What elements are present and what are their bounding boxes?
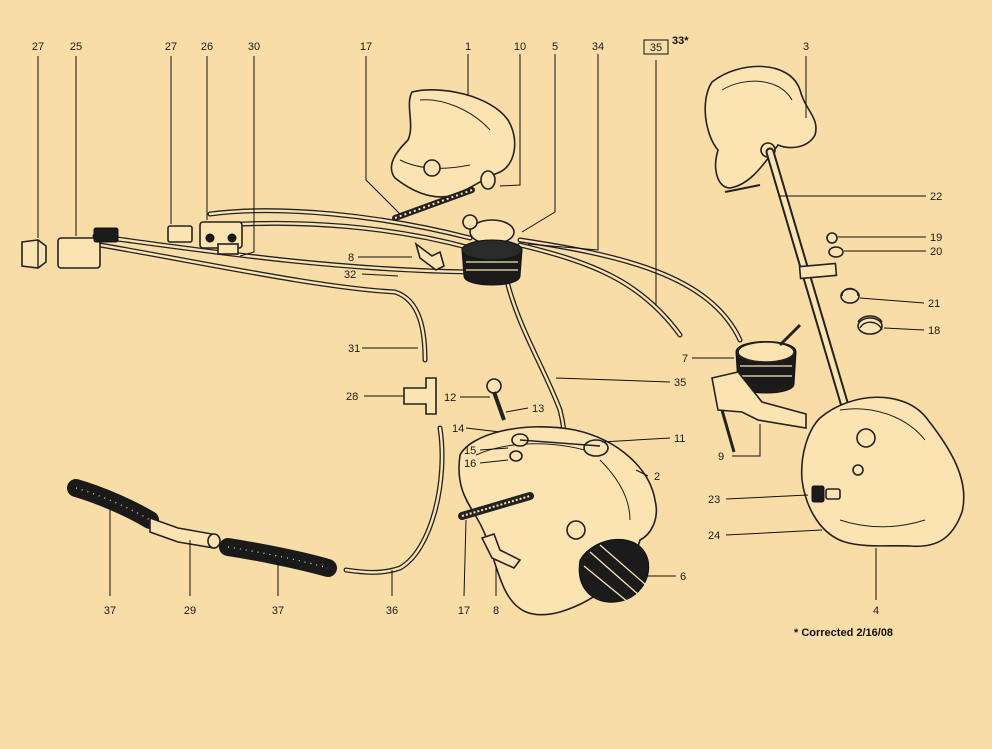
- label-37b: 37: [272, 605, 284, 617]
- label-35-boxed: 35: [650, 42, 662, 54]
- label-8-upper: 8: [348, 252, 354, 264]
- label-27b: 27: [165, 41, 177, 53]
- label-5: 5: [552, 41, 558, 53]
- label-2: 2: [654, 471, 660, 483]
- label-12: 12: [444, 392, 456, 404]
- threaded-rod-17-lower: [458, 492, 534, 520]
- bracket-8-upper: [414, 241, 445, 271]
- label-35: 35: [674, 377, 686, 389]
- label-18: 18: [928, 325, 940, 337]
- label-21: 21: [928, 298, 940, 310]
- upper-shell-1: [390, 89, 516, 198]
- corrugated-hose-37b: [219, 538, 337, 577]
- tee-28: [403, 377, 437, 415]
- drum-5: [461, 214, 523, 286]
- label-4: 4: [873, 605, 879, 617]
- lower-shell-4: [800, 396, 965, 548]
- label-24: 24: [708, 530, 720, 542]
- bolt-12: [486, 378, 506, 421]
- label-6: 6: [680, 571, 686, 583]
- bracket-8-lower: [480, 532, 522, 569]
- upper-shell-3: [704, 65, 817, 189]
- connector-25: [57, 227, 119, 269]
- label-11: 11: [674, 433, 685, 445]
- label-20: 20: [930, 246, 942, 258]
- label-7: 7: [682, 353, 688, 365]
- label-17-lower: 17: [458, 605, 470, 617]
- label-3: 3: [803, 41, 809, 53]
- label-30: 30: [248, 41, 260, 53]
- drum-6: [578, 538, 650, 603]
- label-27a: 27: [32, 41, 44, 53]
- end-cap-27: [21, 239, 47, 269]
- label-17-upper: 17: [360, 41, 372, 53]
- horn-7: [735, 323, 802, 394]
- corrugated-hose-37a: [67, 479, 159, 529]
- label-28: 28: [346, 391, 358, 403]
- correction-note: * Corrected 2/16/08: [794, 627, 893, 639]
- label-23: 23: [708, 494, 720, 506]
- label-16: 16: [464, 458, 476, 470]
- label-29: 29: [184, 605, 196, 617]
- label-35-box: [643, 39, 669, 55]
- label-10: 10: [514, 41, 526, 53]
- label-34: 34: [592, 41, 604, 53]
- label-22: 22: [930, 191, 942, 203]
- label-25: 25: [70, 41, 82, 53]
- corner-mark: 33*: [672, 35, 689, 47]
- label-14: 14: [452, 423, 464, 435]
- label-19: 19: [930, 232, 942, 244]
- callout-labels: 27 25 27 26 30 17 1 10 5 34 35 33* 3 22 …: [32, 35, 942, 617]
- fitting-23: [811, 485, 841, 503]
- label-37a: 37: [104, 605, 116, 617]
- coupling-29: [149, 516, 221, 549]
- rod-17-upper: [392, 187, 475, 221]
- label-36: 36: [386, 605, 398, 617]
- hardware-19-21: [826, 232, 883, 335]
- label-26: 26: [201, 41, 213, 53]
- label-9: 9: [718, 451, 724, 463]
- label-15: 15: [464, 445, 476, 457]
- label-13: 13: [532, 403, 544, 415]
- label-8-lower: 8: [493, 605, 499, 617]
- leader-lines: [37, 54, 926, 600]
- label-32: 32: [344, 269, 356, 281]
- label-31: 31: [348, 343, 360, 355]
- long-rod-22: [724, 147, 863, 455]
- label-1: 1: [465, 41, 471, 53]
- bracket-9: [711, 371, 807, 453]
- switch-block-26: [167, 221, 243, 255]
